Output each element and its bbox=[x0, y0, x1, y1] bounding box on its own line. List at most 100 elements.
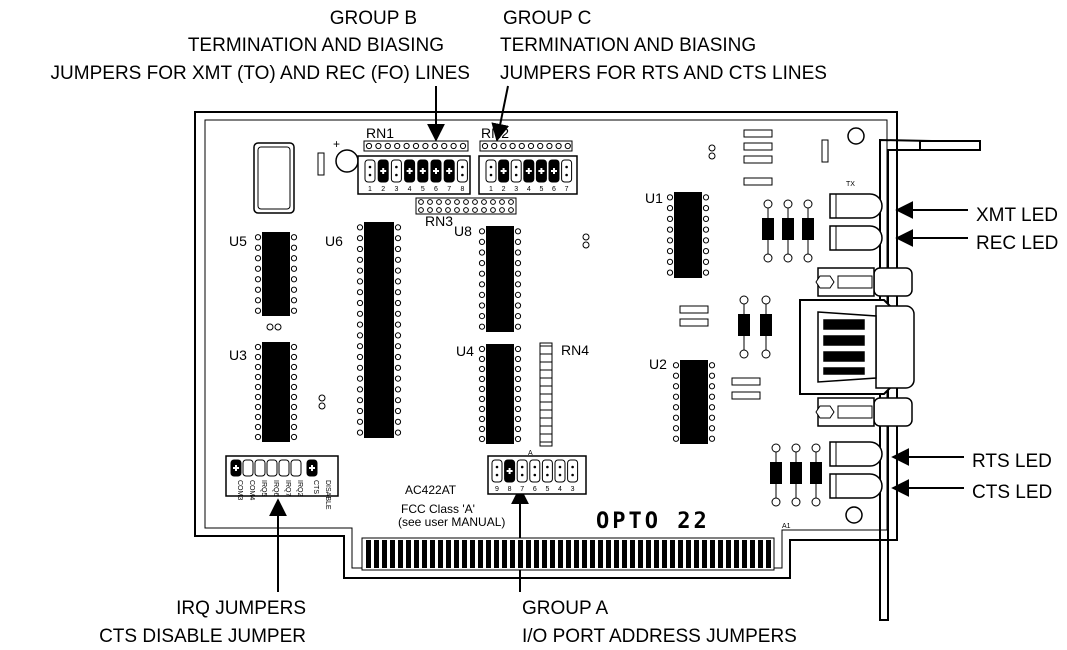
irq-jumper-pin bbox=[254, 459, 266, 477]
u2-chip-pin bbox=[708, 372, 716, 379]
rn3-pin bbox=[454, 207, 460, 213]
u2-chip-pin bbox=[672, 414, 680, 421]
rn3-pin bbox=[445, 207, 451, 213]
u2-chip-pin bbox=[708, 404, 716, 411]
group-c-title: GROUP C bbox=[503, 8, 591, 29]
edge-finger bbox=[438, 540, 443, 568]
rn1-pin bbox=[450, 142, 457, 150]
edge-finger bbox=[470, 540, 475, 568]
u2-label: U2 bbox=[649, 356, 667, 372]
u3-chip-pin bbox=[290, 373, 298, 381]
u8-chip-pin bbox=[478, 270, 486, 277]
u1-chip-pin bbox=[666, 215, 674, 222]
u5-chip-pin bbox=[254, 244, 262, 251]
u2-chip-pin bbox=[672, 435, 680, 442]
u4-chip-pin bbox=[514, 375, 522, 383]
u8-chip-pin bbox=[514, 228, 522, 235]
edge-finger bbox=[678, 540, 683, 568]
u6-chip-pin bbox=[356, 397, 364, 404]
u5-chip-pin bbox=[254, 307, 262, 314]
irq-jumper-pin bbox=[278, 459, 290, 477]
capacitor-plus-label: + bbox=[333, 137, 340, 151]
rn3-pin bbox=[427, 199, 433, 205]
u1-chip-pin bbox=[702, 205, 710, 212]
u3-chip-pin bbox=[290, 363, 298, 371]
jumper-hole bbox=[558, 473, 562, 477]
edge-finger bbox=[614, 540, 619, 568]
u6-chip-pin bbox=[394, 343, 402, 350]
diode bbox=[782, 218, 794, 240]
diode bbox=[770, 462, 782, 484]
u5-chip-pin bbox=[290, 307, 298, 314]
jumper-pin-label: 8 bbox=[508, 486, 512, 493]
rn1-pin bbox=[375, 142, 382, 150]
u8-chip-pin bbox=[478, 281, 486, 288]
rn3-pin bbox=[445, 199, 451, 205]
rn2-pin bbox=[564, 142, 571, 150]
u6-chip-pin bbox=[356, 429, 364, 436]
edge-finger bbox=[462, 540, 467, 568]
u8-chip bbox=[486, 226, 514, 332]
u3-chip-pin bbox=[290, 413, 298, 421]
rn3-pin bbox=[427, 207, 433, 213]
edge-finger bbox=[422, 540, 427, 568]
edge-finger bbox=[750, 540, 755, 568]
group-a-description: I/O PORT ADDRESS JUMPERS bbox=[522, 626, 797, 647]
jumper-hole bbox=[489, 173, 493, 177]
edge-finger bbox=[542, 540, 547, 568]
u6-chip-pin bbox=[394, 418, 402, 425]
u4-chip-pin bbox=[478, 355, 486, 363]
rn3-pin bbox=[490, 199, 496, 205]
u2-chip-pin bbox=[672, 362, 680, 369]
rn3-pin bbox=[481, 199, 487, 205]
jumper-pin-label: 4 bbox=[558, 486, 562, 493]
diode-lead bbox=[761, 349, 771, 359]
u8-chip-pin bbox=[514, 270, 522, 277]
u3-chip-pin bbox=[254, 433, 262, 441]
rn3-pin bbox=[454, 199, 460, 205]
u8-chip-pin bbox=[514, 249, 522, 256]
edge-finger bbox=[686, 540, 691, 568]
jumper-pin-label: 7 bbox=[447, 186, 451, 193]
jumper-pin-label: 5 bbox=[545, 486, 549, 493]
u6-chip-pin bbox=[356, 353, 364, 361]
jumper-pin-label: 3 bbox=[394, 186, 398, 193]
u1-label: U1 bbox=[645, 190, 663, 206]
rts-led bbox=[829, 441, 883, 467]
u8-chip-pin bbox=[478, 260, 486, 267]
u6-chip-pin bbox=[394, 245, 402, 253]
u4-chip-pin bbox=[478, 375, 486, 383]
group-c-description: JUMPERS FOR RTS AND CTS LINES bbox=[500, 63, 827, 84]
u4-chip-pin bbox=[514, 385, 522, 393]
diode-lead bbox=[739, 295, 749, 305]
u6-chip-pin bbox=[356, 299, 364, 307]
u3-chip-pin bbox=[290, 343, 298, 351]
rn3-pin bbox=[436, 199, 442, 205]
edge-finger bbox=[430, 540, 435, 568]
jumper-hole bbox=[514, 165, 518, 169]
diode-lead bbox=[763, 199, 773, 209]
jumper-hole bbox=[461, 173, 464, 177]
irq-pin-label: CTS bbox=[312, 480, 319, 494]
u5-chip-pin bbox=[290, 244, 298, 251]
u3-chip-pin bbox=[254, 403, 262, 411]
irq-jumper-pin bbox=[266, 459, 278, 477]
u6-chip-pin bbox=[394, 256, 402, 263]
jumper-hole bbox=[461, 165, 464, 169]
group-c-subtitle: TERMINATION AND BIASING bbox=[500, 35, 756, 56]
resistors bbox=[317, 129, 829, 400]
jumper-pin bbox=[516, 459, 528, 483]
jumper-pin-label: 7 bbox=[565, 186, 569, 193]
u6-chip-pin bbox=[356, 245, 364, 253]
edge-finger bbox=[494, 540, 499, 568]
rn1-network bbox=[363, 140, 469, 152]
diode-lead bbox=[811, 497, 821, 507]
u8-chip-pin bbox=[514, 323, 522, 330]
irq-pin-label: COM4 bbox=[248, 480, 255, 500]
rn3-pin bbox=[490, 207, 496, 213]
edge-finger bbox=[398, 540, 403, 568]
u6-chip-pin bbox=[394, 235, 402, 242]
diode-lead bbox=[811, 443, 821, 453]
jumper-hole bbox=[565, 173, 568, 177]
diode-lead bbox=[771, 443, 781, 453]
